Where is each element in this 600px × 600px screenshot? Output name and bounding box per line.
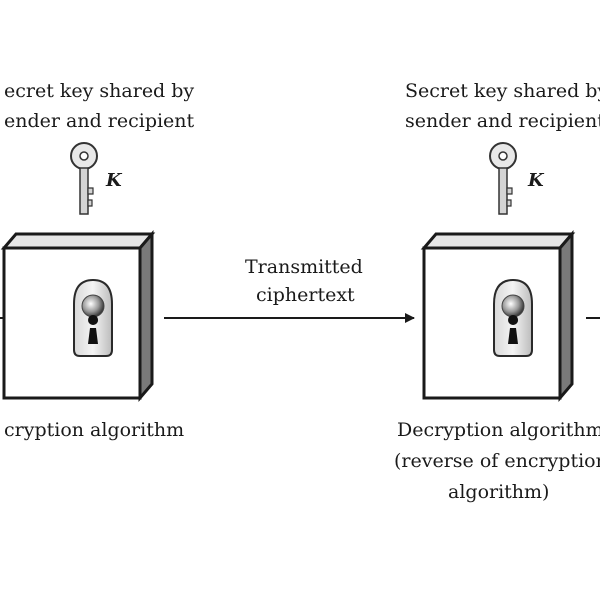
right-key-symbol: K — [528, 170, 544, 191]
left-key-caption-line2: ender and recipient — [4, 110, 195, 132]
decryption-label-line1: Decryption algorithm — [397, 419, 600, 441]
encryption-label: cryption algorithm — [4, 419, 185, 441]
channel-label-line2: ciphertext — [256, 284, 355, 306]
encryption-box — [0, 229, 156, 403]
keyhole-lock-icon — [73, 278, 113, 357]
key-icon — [489, 142, 517, 215]
key-icon — [70, 142, 98, 215]
decryption-label-line2: (reverse of encryption — [394, 450, 600, 472]
channel-label-line1: Transmitted — [245, 256, 363, 278]
right-key-caption-line2: sender and recipient — [405, 110, 600, 132]
decryption-box — [420, 229, 576, 403]
right-key-caption-line1: Secret key shared by — [405, 80, 600, 102]
left-key-symbol: K — [106, 170, 122, 191]
left-key-caption-line1: ecret key shared by — [4, 80, 195, 102]
keyhole-lock-icon — [493, 278, 533, 357]
decryption-label-line3: algorithm) — [448, 481, 550, 503]
